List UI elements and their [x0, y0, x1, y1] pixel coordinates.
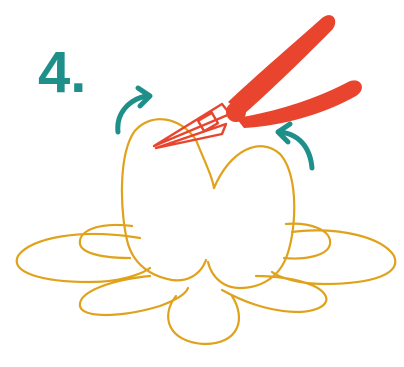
raised-petal-left: [122, 119, 206, 280]
pliers-icon: [154, 15, 362, 148]
petal-bottom: [168, 296, 239, 344]
flower-outline: [17, 119, 396, 344]
raised-petal-right: [208, 146, 294, 288]
step-number: 4.: [38, 44, 86, 102]
petal-seam: [196, 140, 214, 188]
petal-right-outer: [272, 230, 395, 284]
pliers-jaws: [154, 104, 230, 148]
